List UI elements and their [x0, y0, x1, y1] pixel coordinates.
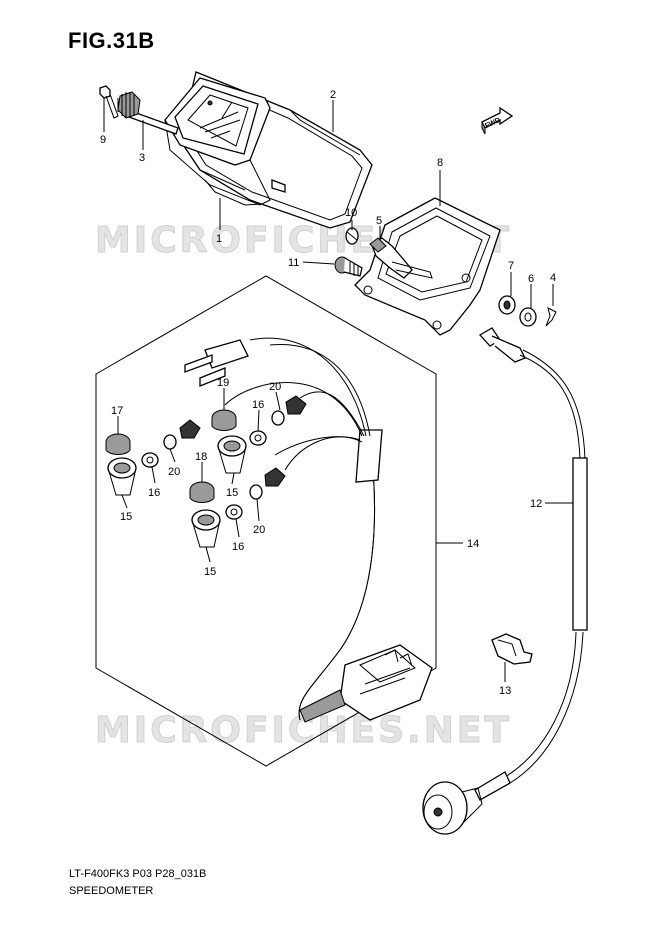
clip-part-4 [545, 307, 557, 327]
callout-20-lower: 20 [253, 524, 265, 536]
callout-15-lower: 15 [204, 566, 216, 578]
callout-20-middle: 20 [168, 466, 180, 478]
fwd-label: FWD [484, 117, 501, 130]
callout-5: 5 [376, 215, 382, 227]
callout-18: 18 [195, 451, 207, 463]
washer-part-6 [519, 307, 537, 327]
cable-clamp-part-13 [491, 633, 533, 665]
harness-kit-frame-part-14 [95, 275, 437, 767]
washer-part-16-upper [249, 430, 267, 446]
leader-lines [103, 98, 573, 682]
washer-part-16-lower [225, 504, 243, 520]
bulb-part-10 [345, 227, 359, 245]
speedometer-cable-part-12 [422, 327, 588, 835]
rubber-sleeve-part-15-left [107, 457, 137, 496]
indicator-cap-part-17 [105, 433, 131, 455]
callout-11: 11 [288, 257, 299, 269]
screw-part-9 [99, 85, 119, 119]
callout-15-left: 15 [120, 511, 132, 523]
rubber-sleeve-part-15-center [217, 435, 247, 474]
speedometer-head-part-1 [164, 77, 286, 206]
bulb-socket-part-20-upper [271, 395, 307, 426]
callout-9: 9 [100, 134, 106, 146]
callout-13: 13 [499, 685, 511, 697]
callout-20-upper: 20 [269, 381, 281, 393]
bulb-socket-part-20-middle [163, 419, 201, 450]
bolt-part-11 [334, 256, 363, 277]
callout-2: 2 [330, 89, 336, 101]
callout-4: 4 [550, 272, 556, 284]
figure-title: FIG.31B [68, 28, 155, 53]
footer-section-name: SPEEDOMETER [69, 885, 154, 897]
bulb-socket-part-5 [369, 237, 433, 279]
callout-19: 19 [217, 377, 229, 389]
callout-8: 8 [437, 157, 443, 169]
watermark-bottom: MICROFICHES.NET [95, 710, 512, 751]
callout-10: 10 [345, 207, 357, 219]
callout-17: 17 [111, 405, 123, 417]
fwd-arrow-icon: FWD [481, 106, 514, 135]
callout-12: 12 [530, 498, 542, 510]
callout-16-lower: 16 [232, 541, 244, 553]
callout-3: 3 [139, 152, 145, 164]
bulb-socket-part-20-lower [249, 467, 286, 500]
grommet-part-7 [498, 295, 516, 315]
callout-16-left: 16 [148, 487, 160, 499]
wire-harness-part-14 [184, 337, 433, 723]
footer-model-code: LT-F400FK3 P03 P28_031B [69, 868, 207, 880]
washer-part-16-left [141, 452, 159, 468]
callout-14: 14 [467, 538, 479, 550]
callout-16-upper: 16 [252, 399, 264, 411]
callout-15-center: 15 [226, 487, 238, 499]
gear-shaft-part-3 [117, 91, 179, 135]
rubber-sleeve-part-15-lower [191, 509, 221, 548]
callout-7: 7 [508, 260, 514, 272]
callout-1: 1 [216, 233, 222, 245]
callout-6: 6 [528, 273, 534, 285]
indicator-cap-part-19 [211, 409, 237, 431]
indicator-cap-part-18 [189, 481, 215, 503]
meter-bracket-part-8 [354, 197, 501, 336]
